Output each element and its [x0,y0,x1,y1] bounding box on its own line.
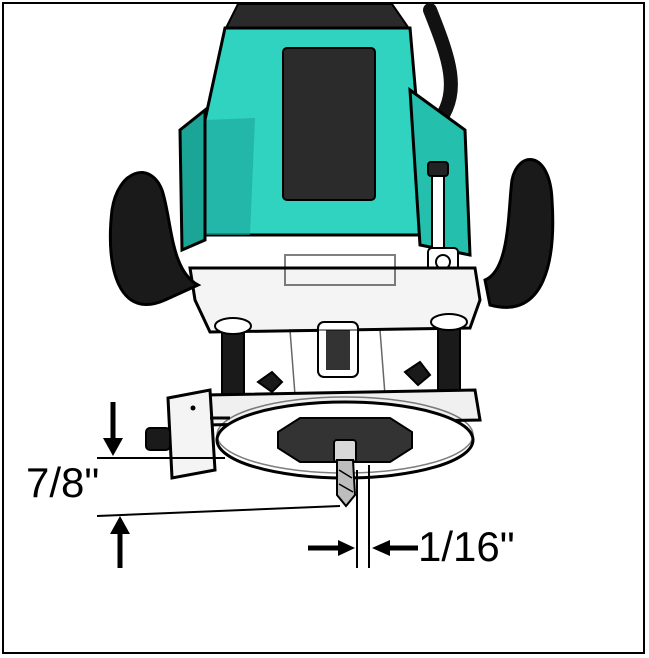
offset-dimension [308,465,418,568]
right-handle [483,158,555,309]
edge-guide [166,388,217,480]
depth-rod [431,169,445,251]
depth-dimension [96,402,341,568]
router-bit [336,459,357,508]
display-window [282,47,376,201]
left-handle [108,171,202,306]
motor-housing-shade [200,118,255,235]
mount-plate [188,266,482,334]
router-bit-shank [333,439,357,463]
side-panel-left [178,106,207,253]
depth-rod-knob [427,161,449,177]
lock-knob-left [256,370,284,394]
depth-dimension-label: 7/8" [26,459,100,506]
edge-guide-knob [145,427,171,451]
offset-dimension-label: 1/16" [418,523,515,570]
motor-cap [223,3,412,31]
lock-knob-right [403,360,432,387]
